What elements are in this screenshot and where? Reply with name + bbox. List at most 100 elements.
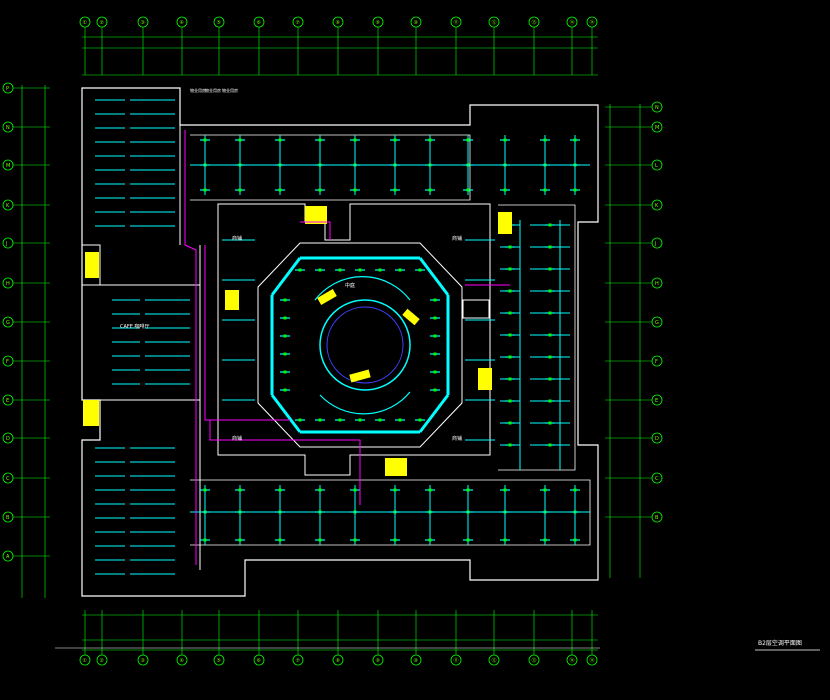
- diffuser-node: [428, 188, 432, 192]
- axis-label: B: [6, 515, 10, 521]
- diffuser-node: [338, 268, 342, 272]
- diffuser-node: [318, 138, 322, 142]
- diffuser-node: [573, 538, 577, 542]
- diffuser-node: [508, 245, 512, 249]
- duct-layer: [95, 99, 590, 575]
- axis-label: ①: [83, 20, 88, 26]
- axis-label: ②: [100, 20, 105, 26]
- diffuser-node: [393, 138, 397, 142]
- axis-label: P: [6, 86, 9, 92]
- axis-label: ⑫: [492, 19, 497, 26]
- axis-label: G: [655, 320, 659, 326]
- diffuser-node: [398, 418, 402, 422]
- diffuser-node: [548, 421, 552, 425]
- axis-label: J: [654, 241, 656, 247]
- diffuser-node: [433, 370, 437, 374]
- axis-label: ③: [141, 20, 145, 26]
- diffuser-node: [548, 399, 552, 403]
- diffuser-node: [508, 377, 512, 381]
- axis-label: ⑥: [257, 658, 262, 664]
- axis-label: ⑭: [570, 657, 575, 664]
- diffuser-node: [433, 316, 437, 320]
- axis-label: ⑫: [492, 657, 497, 664]
- axis-label: J: [5, 241, 7, 247]
- diffuser-node: [318, 418, 322, 422]
- shop-label-b: 商铺: [452, 235, 462, 242]
- diffuser-node: [508, 289, 512, 293]
- axis-label: ⑩: [414, 20, 419, 26]
- room-labels: 物业用房 物业用房 物业用房 中庭 商铺 商铺 商铺 商铺 CAFE 咖啡厅: [120, 87, 462, 442]
- diffuser-node: [393, 538, 397, 542]
- axis-label: E: [6, 398, 9, 404]
- store-room-label-1: 物业用房: [190, 87, 206, 93]
- axis-label: ⑪: [454, 657, 459, 664]
- diffuser-node: [548, 267, 552, 271]
- diffuser-node: [398, 268, 402, 272]
- axis-label: ④: [180, 20, 185, 26]
- axis-label: ⑭: [590, 19, 595, 26]
- diffuser-node: [548, 223, 552, 227]
- diffuser-node: [418, 268, 422, 272]
- diffuser-node: [433, 298, 437, 302]
- store-room-label-3: 物业用房: [222, 87, 238, 93]
- axis-label: ⑪: [454, 19, 459, 26]
- axis-grid-layer: ①①②②③③④④⑤⑤⑥⑥⑦⑦⑧⑧⑨⑨⑩⑩⑪⑪⑫⑫⑬⑬⑭⑭⑭⑭PNMKJHGFED…: [2, 16, 663, 666]
- diffuser-node: [508, 443, 512, 447]
- diffuser-node: [283, 298, 287, 302]
- diffuser-node: [358, 268, 362, 272]
- shop-label-c: 商铺: [232, 435, 242, 442]
- axis-label: F: [655, 359, 658, 365]
- axis-label: ⑩: [414, 658, 419, 664]
- ring-duct: [270, 394, 302, 433]
- diffuser-node: [543, 538, 547, 542]
- diffuser-node: [238, 488, 242, 492]
- diffuser-node: [503, 488, 507, 492]
- diffuser-node: [548, 355, 552, 359]
- atrium-circle: [314, 276, 420, 415]
- axis-label: ⑤: [217, 658, 221, 664]
- diffuser-node: [298, 268, 302, 272]
- diffuser-node: [433, 334, 437, 338]
- pipe-layer: [184, 130, 510, 565]
- axis-label: E: [655, 398, 658, 404]
- diffuser-node: [278, 538, 282, 542]
- diffuser-node: [548, 443, 552, 447]
- diffuser-node: [428, 538, 432, 542]
- diffuser-node: [203, 538, 207, 542]
- diffuser-node: [508, 399, 512, 403]
- axis-label: C: [655, 476, 659, 482]
- axis-label: L: [655, 163, 658, 169]
- diffuser-node: [573, 488, 577, 492]
- diffuser-node: [283, 334, 287, 338]
- diffuser-node: [353, 138, 357, 142]
- diffuser-node: [508, 311, 512, 315]
- axis-label: F: [6, 359, 9, 365]
- axis-label: A: [6, 554, 10, 560]
- diffuser-node: [433, 352, 437, 356]
- diffuser-node: [318, 538, 322, 542]
- diffuser-node: [203, 138, 207, 142]
- diffuser-node: [278, 138, 282, 142]
- diffuser-node: [508, 421, 512, 425]
- diffuser-node: [393, 188, 397, 192]
- diffuser-node: [378, 268, 382, 272]
- diffuser-node: [503, 138, 507, 142]
- diffuser-node: [548, 333, 552, 337]
- drawing-title-text: B2层空调平面图: [758, 639, 802, 647]
- stair-fixtures: [83, 206, 512, 476]
- drawing-title: B2层空调平面图: [755, 639, 820, 651]
- diffuser-node: [466, 138, 470, 142]
- axis-label: C: [6, 476, 10, 482]
- axis-label: D: [6, 436, 10, 442]
- diffuser-node: [466, 188, 470, 192]
- axis-label: ②: [100, 658, 105, 664]
- axis-label: H: [6, 281, 10, 287]
- axis-label: ⑬: [532, 19, 537, 26]
- axis-label: M: [6, 163, 10, 169]
- axis-label: ④: [180, 658, 185, 664]
- diffuser-node: [378, 418, 382, 422]
- diffuser-node: [318, 188, 322, 192]
- diffuser-node: [543, 188, 547, 192]
- axis-label: ①: [83, 658, 88, 664]
- axis-label: ⑧: [336, 20, 341, 26]
